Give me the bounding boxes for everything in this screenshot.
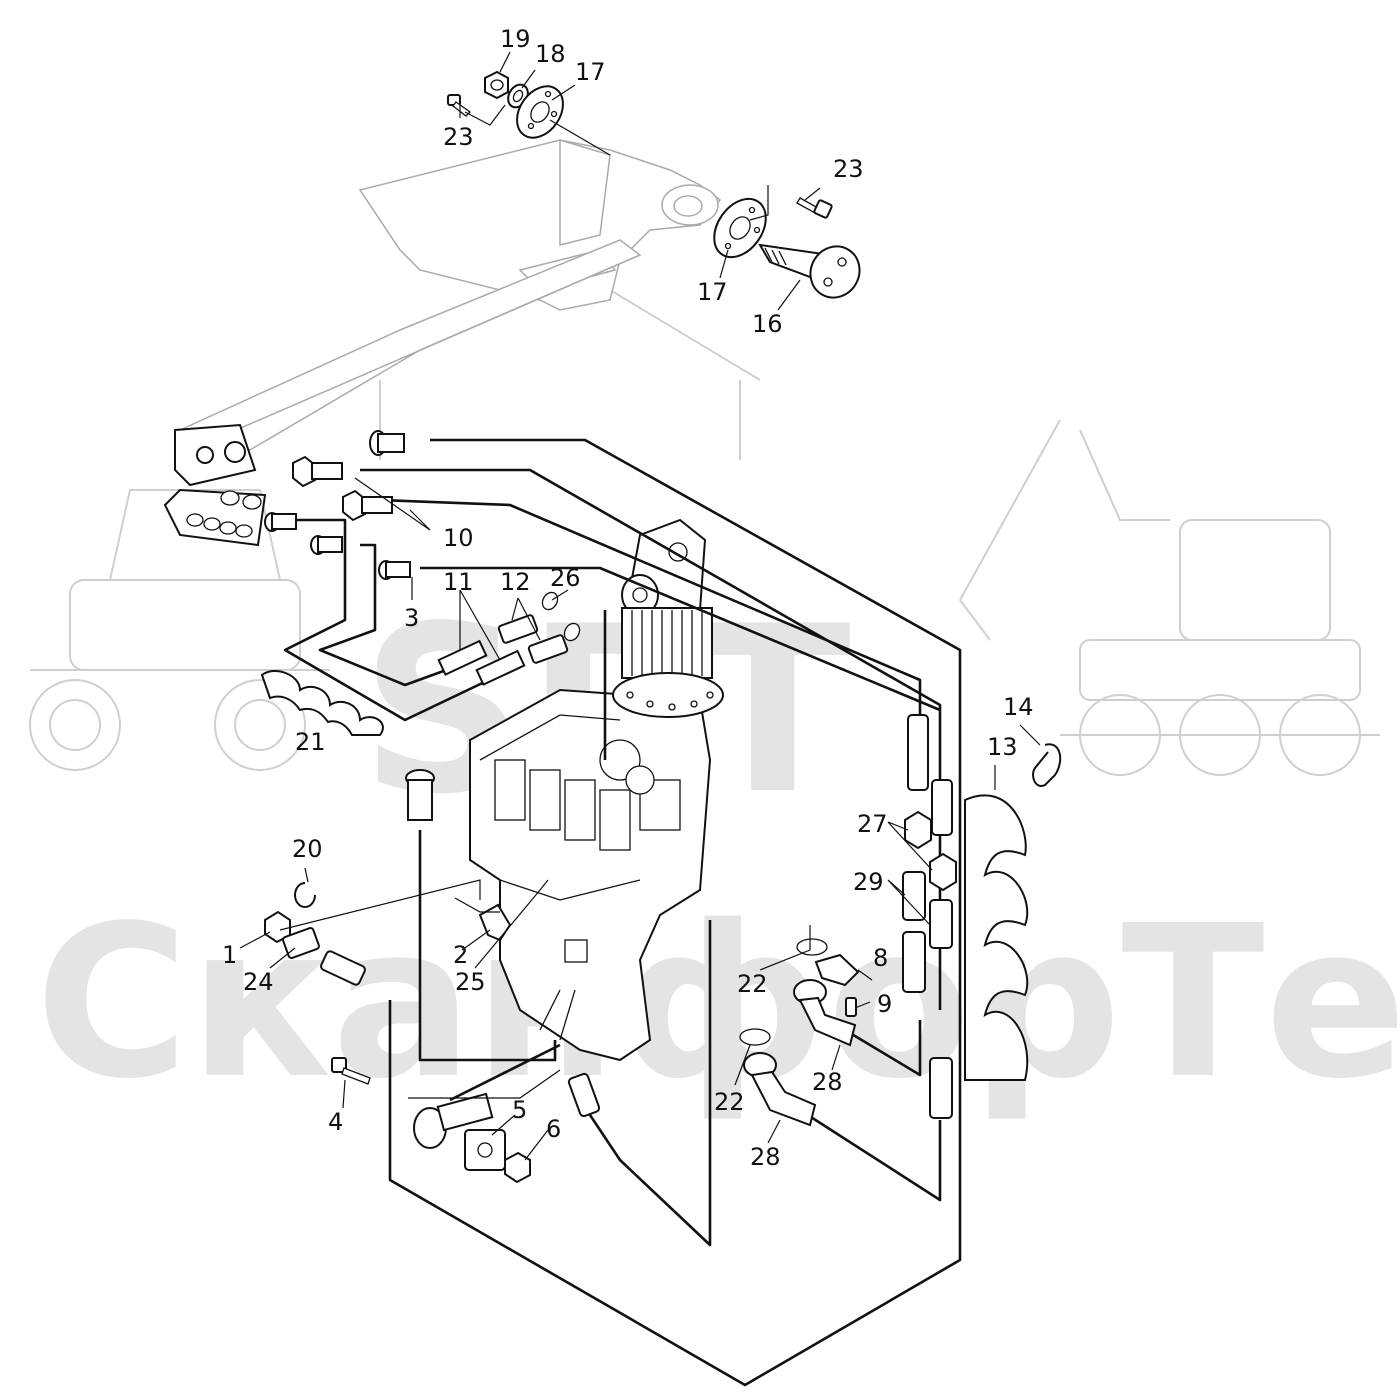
fitting-10a: [292, 455, 343, 488]
oring-26a: [541, 591, 559, 611]
hydraulic-hoses: [283, 438, 962, 1387]
fitting-left-2: [310, 535, 343, 555]
callout-29: 29: [853, 868, 884, 896]
bolt-9: [845, 997, 857, 1017]
elbow-28a: [793, 979, 857, 1047]
fitting-3: [378, 560, 411, 580]
oring-22b: [739, 1028, 771, 1046]
oring-26b: [563, 622, 581, 642]
callout-28-lower: 28: [750, 1143, 781, 1171]
boom-arm: [163, 138, 722, 547]
pin-16: [758, 243, 861, 299]
watermark-excavator-icon: [959, 419, 1380, 776]
hose-end-lower-b: [929, 1057, 953, 1119]
callout-17-right: 17: [697, 278, 728, 306]
hose-end-11b: [475, 649, 526, 686]
flange-8: [814, 953, 860, 987]
adapter-29b: [929, 899, 953, 949]
callout-28-upper: 28: [812, 1068, 843, 1096]
adapter-29a: [902, 871, 926, 921]
callout-11: 11: [443, 568, 474, 596]
adapter-12b: [527, 634, 569, 664]
oring-22a: [796, 938, 828, 956]
fitting-27b: [929, 779, 957, 892]
callout-labels: 19 18 17 23 23 17 16 10 3 11 12 26 14 13…: [222, 25, 1034, 1171]
callout-25: 25: [455, 968, 486, 996]
hose-end-vertical: [405, 769, 435, 821]
callout-20: 20: [292, 835, 323, 863]
valve-block: [469, 688, 712, 1062]
nut-19: [484, 70, 509, 100]
callout-3: 3: [404, 604, 419, 632]
hose-guard-spiral-13: [964, 794, 1029, 1081]
callout-23-top: 23: [443, 123, 474, 151]
callout-4: 4: [328, 1108, 343, 1136]
fitting-27a: [904, 714, 932, 850]
watermark-brand: СканфорТек: [35, 880, 1400, 1125]
hose-end-middle: [567, 1072, 601, 1118]
callout-1: 1: [222, 941, 237, 969]
hose-fittings: [264, 430, 957, 1184]
callout-2: 2: [453, 941, 468, 969]
callout-16: 16: [752, 310, 783, 338]
fitting-10b: [342, 489, 393, 522]
nut-6: [504, 1151, 531, 1184]
watermark: SPT СканфорТек: [29, 258, 1400, 1125]
callout-22-upper: 22: [737, 970, 768, 998]
callout-23-right: 23: [833, 155, 864, 183]
callout-6: 6: [546, 1115, 561, 1143]
flange-hose-end: [413, 1092, 494, 1149]
callout-10: 10: [443, 524, 474, 552]
fitting-top-1: [369, 430, 405, 456]
callout-9: 9: [877, 990, 892, 1018]
callout-18: 18: [535, 40, 566, 68]
plate-17-right: [713, 197, 767, 259]
callout-26: 26: [550, 564, 581, 592]
bolt-23-right: [796, 197, 833, 219]
callout-12: 12: [500, 568, 531, 596]
clip-20: [294, 882, 316, 908]
hose-end-11a: [437, 639, 488, 676]
callout-13: 13: [987, 733, 1018, 761]
callout-17-top: 17: [575, 58, 606, 86]
hose-end-lower-a: [902, 931, 926, 993]
adapter-12a: [497, 614, 539, 644]
carabiner-14: [1032, 743, 1062, 787]
callout-21: 21: [295, 728, 326, 756]
hose-guard-spiral-21: [260, 670, 384, 736]
callout-19: 19: [500, 25, 531, 53]
leader-lines: [239, 51, 1041, 1161]
callout-8: 8: [873, 944, 888, 972]
hose-end-24: [320, 950, 366, 986]
callout-24: 24: [243, 968, 274, 996]
bolt-4: [331, 1057, 371, 1085]
watermark-tractor-left-icon: [29, 489, 330, 771]
fitting-left-1: [264, 512, 297, 532]
callout-27: 27: [857, 810, 888, 838]
callout-22-lower: 22: [714, 1088, 745, 1116]
clamp-5: [464, 1129, 506, 1171]
callout-14: 14: [1003, 693, 1034, 721]
pin-assembly: [447, 70, 861, 299]
elbow-28b: [743, 1052, 817, 1127]
callout-5: 5: [512, 1096, 527, 1124]
